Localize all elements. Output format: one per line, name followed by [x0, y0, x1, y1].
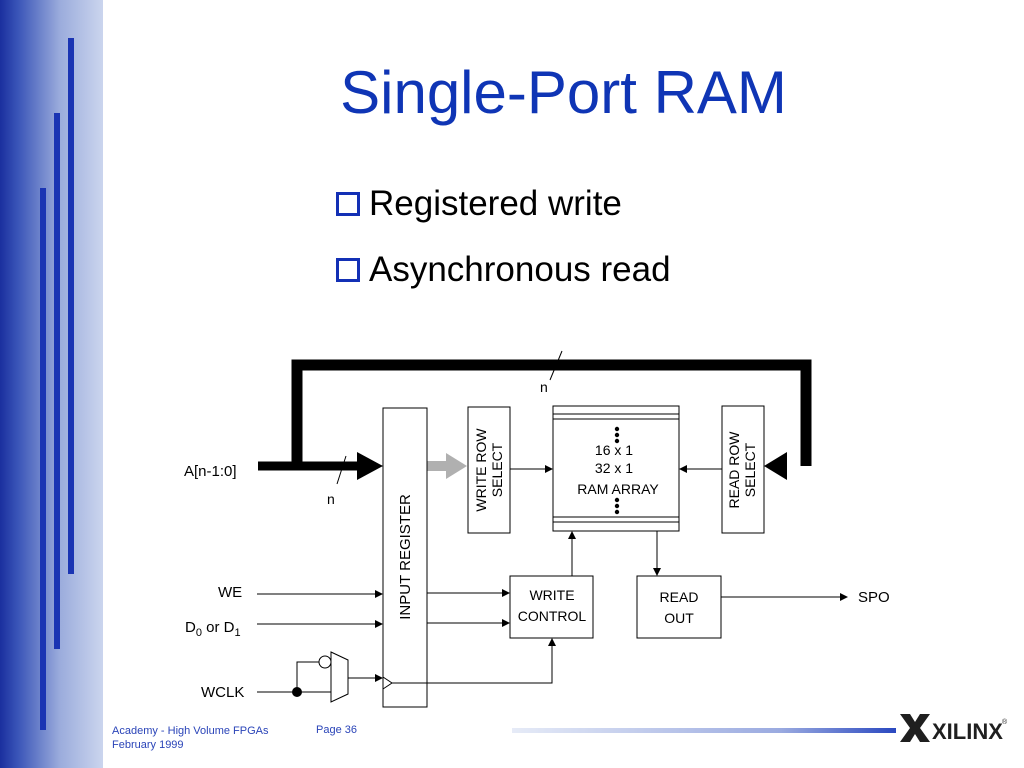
sidebar-bar-2 — [54, 113, 60, 649]
arrowhead — [375, 590, 383, 598]
read-row-select-label: SELECT — [742, 442, 758, 497]
arrowhead — [375, 620, 383, 628]
bullet-item: Asynchronous read — [336, 250, 671, 290]
xilinx-logo: XILINX ® — [900, 714, 1008, 744]
ellipsis-dot — [614, 503, 620, 509]
read-row-select-label: READ ROW — [726, 431, 742, 509]
we-label: WE — [218, 584, 242, 601]
sidebar-bar-1 — [68, 38, 74, 574]
bullet-item: Registered write — [336, 184, 622, 224]
write-row-select-label: SELECT — [489, 442, 505, 497]
page-number: Page 36 — [316, 724, 357, 736]
write-row-select-block — [467, 406, 511, 534]
read-row-bus-arrow — [764, 452, 787, 480]
address-bus-arrow — [357, 452, 383, 480]
xilinx-wordmark: XILINX — [932, 719, 1003, 744]
write-row-select-label: WRITE ROW — [473, 428, 489, 512]
address-feedback-bus — [291, 359, 812, 466]
bullet-text: Registered write — [369, 184, 622, 223]
arrowhead — [502, 619, 510, 627]
slide-title: Single-Port RAM — [340, 59, 787, 126]
clock-input-triangle — [382, 676, 393, 690]
arrowhead — [840, 593, 848, 601]
read-out-label: READ — [660, 589, 699, 605]
ram-array-label: 32 x 1 — [595, 460, 633, 476]
arrowhead — [502, 589, 510, 597]
ellipsis-dot — [614, 426, 620, 432]
clock-mux-icon — [330, 651, 349, 703]
xilinx-mark-icon — [900, 714, 930, 742]
footer-divider — [512, 728, 896, 733]
sidebar-decoration — [0, 0, 103, 768]
footer-course: Academy - High Volume FPGAs — [112, 725, 269, 737]
input-register-block — [382, 407, 428, 708]
footer-date: February 1999 — [112, 739, 184, 751]
register-output-arrow — [446, 453, 467, 479]
footer-info: Academy - High Volume FPGAs February 199… — [112, 724, 269, 752]
arrowhead — [653, 568, 661, 576]
data-input-label: D0 or D1 — [185, 619, 241, 639]
registered-mark: ® — [1002, 718, 1008, 726]
write-control-label: WRITE — [529, 587, 574, 603]
bullet-box-icon — [336, 258, 360, 282]
bullet-text: Asynchronous read — [369, 250, 671, 289]
ellipsis-dot — [614, 509, 620, 515]
ram-array-label: RAM ARRAY — [577, 481, 659, 497]
clk-to-wc-wire — [392, 646, 553, 684]
read-out-block — [636, 575, 722, 639]
inverter-bubble-icon — [318, 655, 332, 669]
bus-tick-left — [336, 455, 347, 485]
arrowhead — [568, 531, 576, 539]
arrowhead — [545, 465, 553, 473]
read-out-label: OUT — [664, 610, 694, 626]
sidebar-bar-3 — [40, 188, 46, 730]
ellipsis-dot — [614, 438, 620, 444]
wclk-upper-wire — [296, 661, 319, 692]
write-control-label: CONTROL — [518, 608, 587, 624]
input-register-label: INPUT REGISTER — [397, 494, 414, 620]
spo-output-label: SPO — [858, 589, 890, 606]
bullet-box-icon — [336, 192, 360, 216]
wclk-label: WCLK — [201, 684, 244, 701]
address-input-label: A[n-1:0] — [184, 463, 237, 480]
register-output-bus — [427, 461, 450, 471]
arrowhead — [679, 465, 687, 473]
ram-array-label: 16 x 1 — [595, 442, 633, 458]
bus-width-label: n — [327, 491, 335, 507]
bus-tick-top — [549, 350, 563, 381]
write-control-block — [509, 575, 594, 639]
bus-width-label: n — [540, 379, 548, 395]
ellipsis-dot — [614, 432, 620, 438]
arrowhead — [375, 674, 383, 682]
arrowhead — [548, 638, 556, 646]
read-row-select-block — [721, 405, 765, 534]
ellipsis-dot — [614, 497, 620, 503]
